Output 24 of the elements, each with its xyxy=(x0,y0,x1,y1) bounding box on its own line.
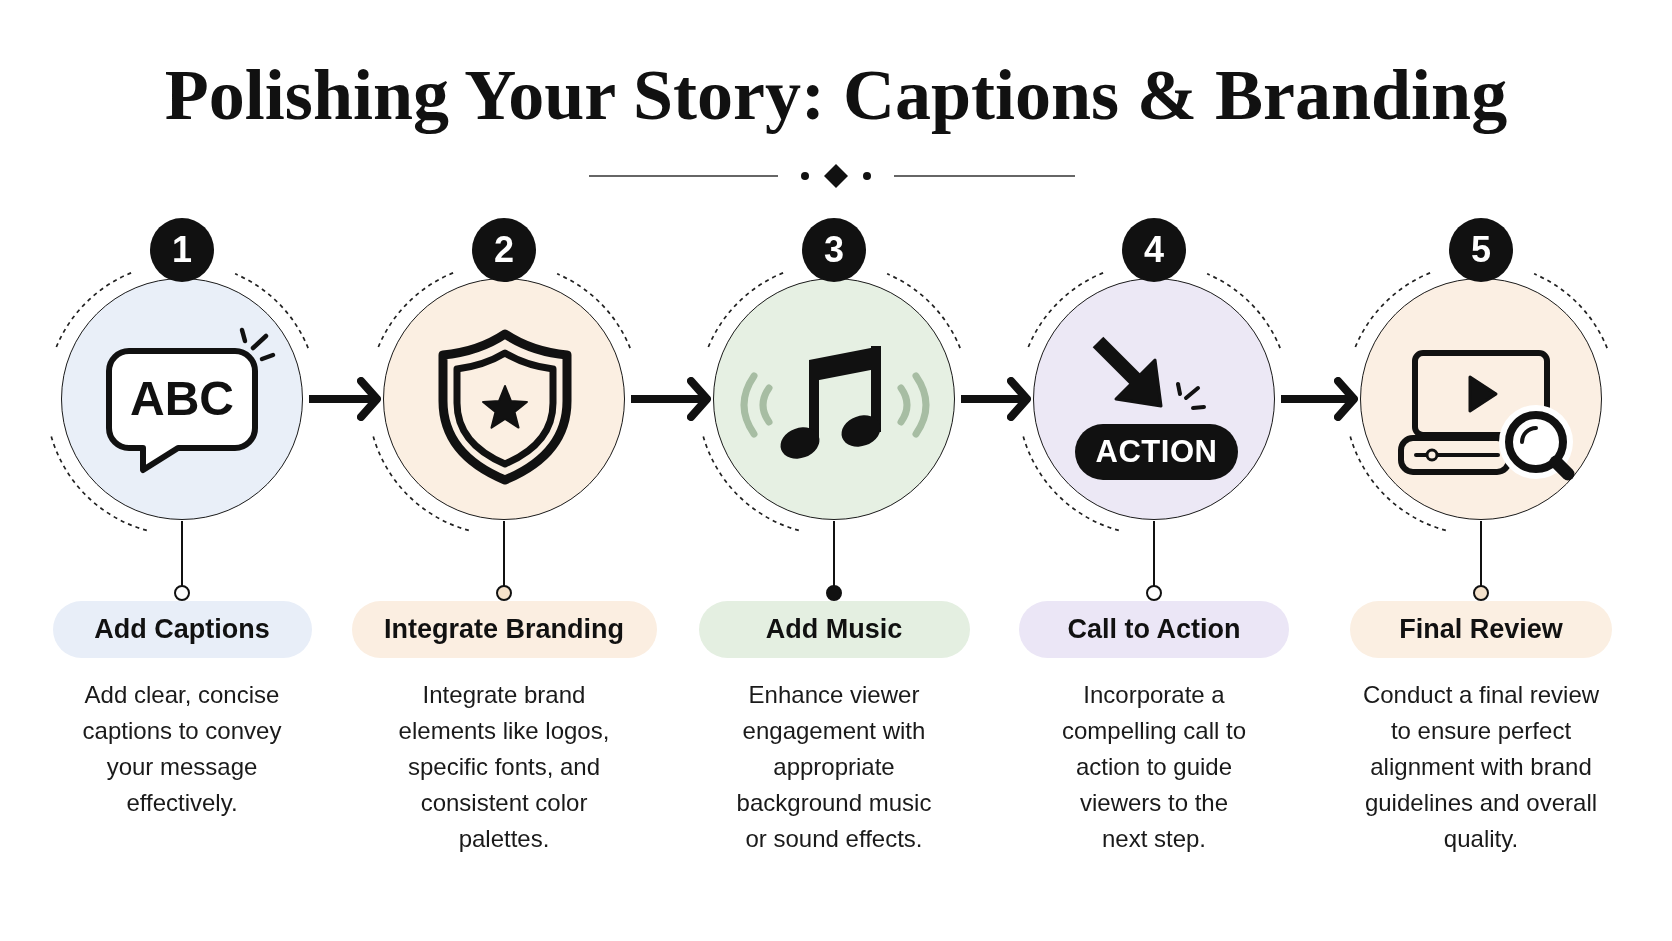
step-title-pill: Add Captions xyxy=(52,601,312,658)
number-badge: 1 xyxy=(150,218,214,282)
step-title-pill: Call to Action xyxy=(1019,601,1289,658)
number-badge: 5 xyxy=(1449,218,1513,282)
bubble-text: ABC xyxy=(130,375,234,423)
step-title-pill: Integrate Branding xyxy=(351,601,657,658)
step-description: Add clear, concise captions to convey your message effectively. xyxy=(81,680,283,818)
step-description: Incorporate a compelling call to action to guide viewers to the next step. xyxy=(1060,680,1248,854)
step-title-pill: Final Review xyxy=(1350,601,1612,658)
dot-end-connector xyxy=(496,520,512,601)
number-badge: 4 xyxy=(1122,218,1186,282)
dot-end-connector xyxy=(174,520,190,601)
number-badge: 3 xyxy=(802,218,866,282)
step-description: Conduct a final review to ensure perfect alignment with brand guidelines and overall quality. xyxy=(1361,680,1601,854)
dot-end-connector xyxy=(1473,520,1489,601)
action-pill: ACTION xyxy=(1075,424,1238,480)
step-title-pill: Add Music xyxy=(698,601,970,658)
speech-bubble xyxy=(106,348,258,474)
step-description: Integrate brand elements like logos, specific fonts, and consistent color palettes. xyxy=(397,680,611,854)
title: Polishing Your Story: Captions & Branding xyxy=(164,55,1508,135)
number-badge: 2 xyxy=(472,218,536,282)
step-description: Enhance viewer engagement with appropriate background music or sound effects. xyxy=(735,680,933,854)
dot-end-connector xyxy=(1146,520,1162,601)
dot-end-connector xyxy=(826,520,842,601)
